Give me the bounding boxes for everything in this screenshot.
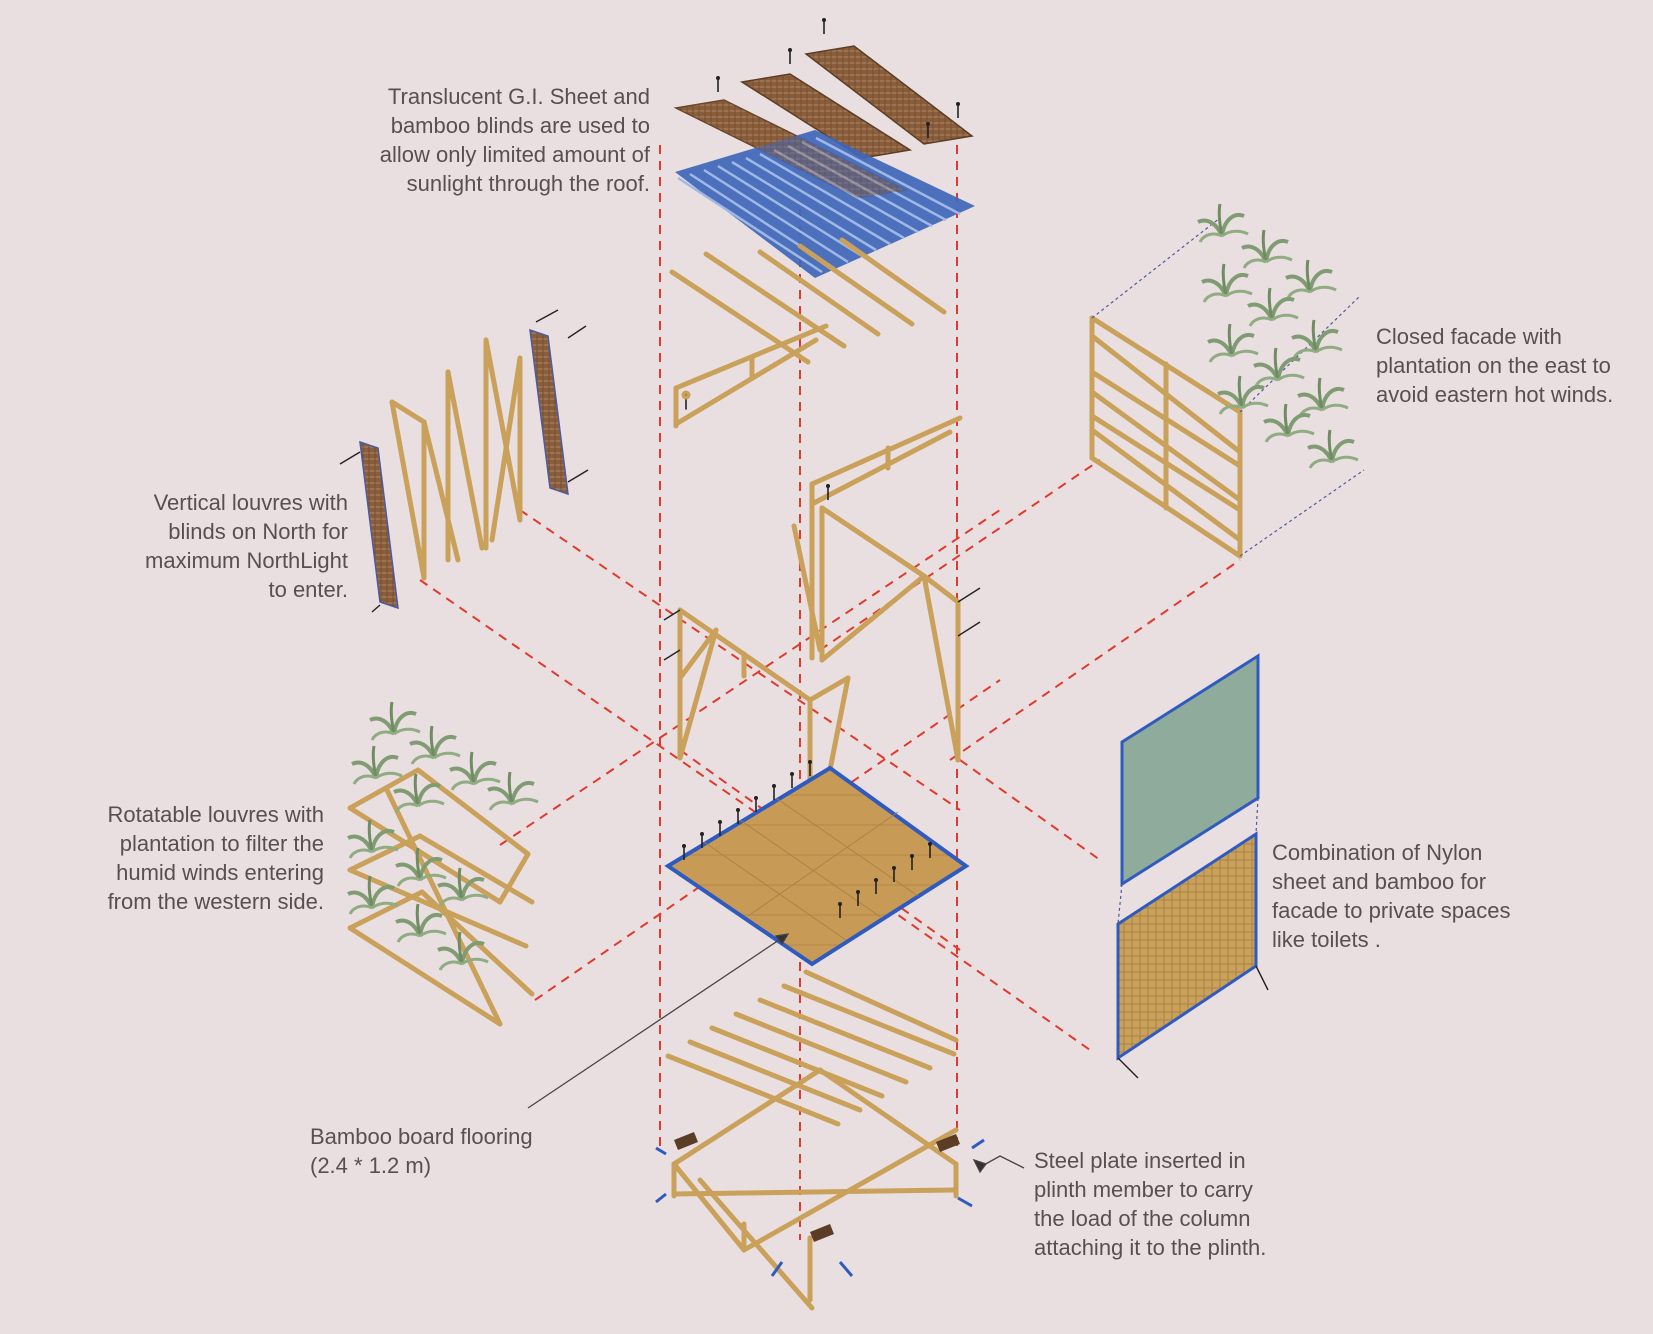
north-blinds xyxy=(339,309,589,613)
roof-line-2: bamboo blinds are used to xyxy=(390,113,650,138)
plinth-line-2: plinth member to carry xyxy=(1034,1177,1253,1202)
west-line-1: Rotatable louvres with xyxy=(107,802,324,827)
roof-truss xyxy=(673,323,829,429)
west-line-3: humid winds entering xyxy=(116,860,324,885)
north-line-3: maximum NorthLight xyxy=(145,548,348,573)
north-louvre-frames xyxy=(389,337,523,581)
private-line-2: sheet and bamboo for xyxy=(1272,869,1487,894)
private-line-1: Combination of Nylon xyxy=(1272,840,1483,865)
east-facade-outline xyxy=(1091,217,1365,557)
roof-annotation: Translucent G.I. Sheet and bamboo blinds… xyxy=(340,82,650,198)
plinth-line-4: attaching it to the plinth. xyxy=(1034,1235,1267,1260)
private-annotation: Combination of Nylon sheet and bamboo fo… xyxy=(1272,838,1510,954)
flooring-annotation: Bamboo board flooring (2.4 * 1.2 m) xyxy=(310,1122,533,1180)
corrugated-sheet-icon xyxy=(675,100,975,278)
middle-bolts xyxy=(663,483,981,661)
middle-frames xyxy=(677,415,963,853)
roof-line-1: Translucent G.I. Sheet and xyxy=(387,84,650,109)
plinth-line-3: the load of the column xyxy=(1034,1206,1251,1231)
private-line-3: facade to private spaces xyxy=(1272,898,1511,923)
west-annotation: Rotatable louvres with plantation to fil… xyxy=(20,800,324,916)
east-line-3: avoid eastern hot winds. xyxy=(1376,382,1614,407)
north-line-1: Vertical louvres with xyxy=(153,490,348,515)
plinth-line-1: Steel plate inserted in xyxy=(1034,1148,1246,1173)
steel-plate-icon xyxy=(655,1132,985,1277)
east-line-1: Closed facade with xyxy=(1376,324,1562,349)
plant-icon xyxy=(1196,202,1360,470)
plinth-annotation: Steel plate inserted in plinth member to… xyxy=(1034,1146,1266,1262)
flooring-line-2: (2.4 * 1.2 m) xyxy=(310,1153,432,1178)
east-annotation: Closed facade with plantation on the eas… xyxy=(1376,322,1613,409)
floor-board-icon xyxy=(664,759,970,967)
flooring-line-1: Bamboo board flooring xyxy=(310,1124,533,1149)
west-line-2: plantation to filter the xyxy=(119,831,324,856)
bamboo-mat-facade xyxy=(1116,797,1269,1079)
north-annotation: Vertical louvres with blinds on North fo… xyxy=(60,488,348,604)
floor-joists xyxy=(665,969,959,1127)
plinth-frame xyxy=(671,1067,959,1311)
west-plant-icons xyxy=(346,700,540,972)
east-facade-frame xyxy=(1089,315,1243,559)
east-line-2: plantation on the east to xyxy=(1376,353,1611,378)
west-line-4: from the western side. xyxy=(107,889,324,914)
leader-lines xyxy=(527,933,1025,1174)
roof-line-3: allow only limited amount of xyxy=(379,142,650,167)
private-line-4: like toilets . xyxy=(1272,927,1381,952)
roof-line-4: sunlight through the roof. xyxy=(406,171,650,196)
north-line-2: blinds on North for xyxy=(168,519,348,544)
north-line-4: to enter. xyxy=(268,577,348,602)
